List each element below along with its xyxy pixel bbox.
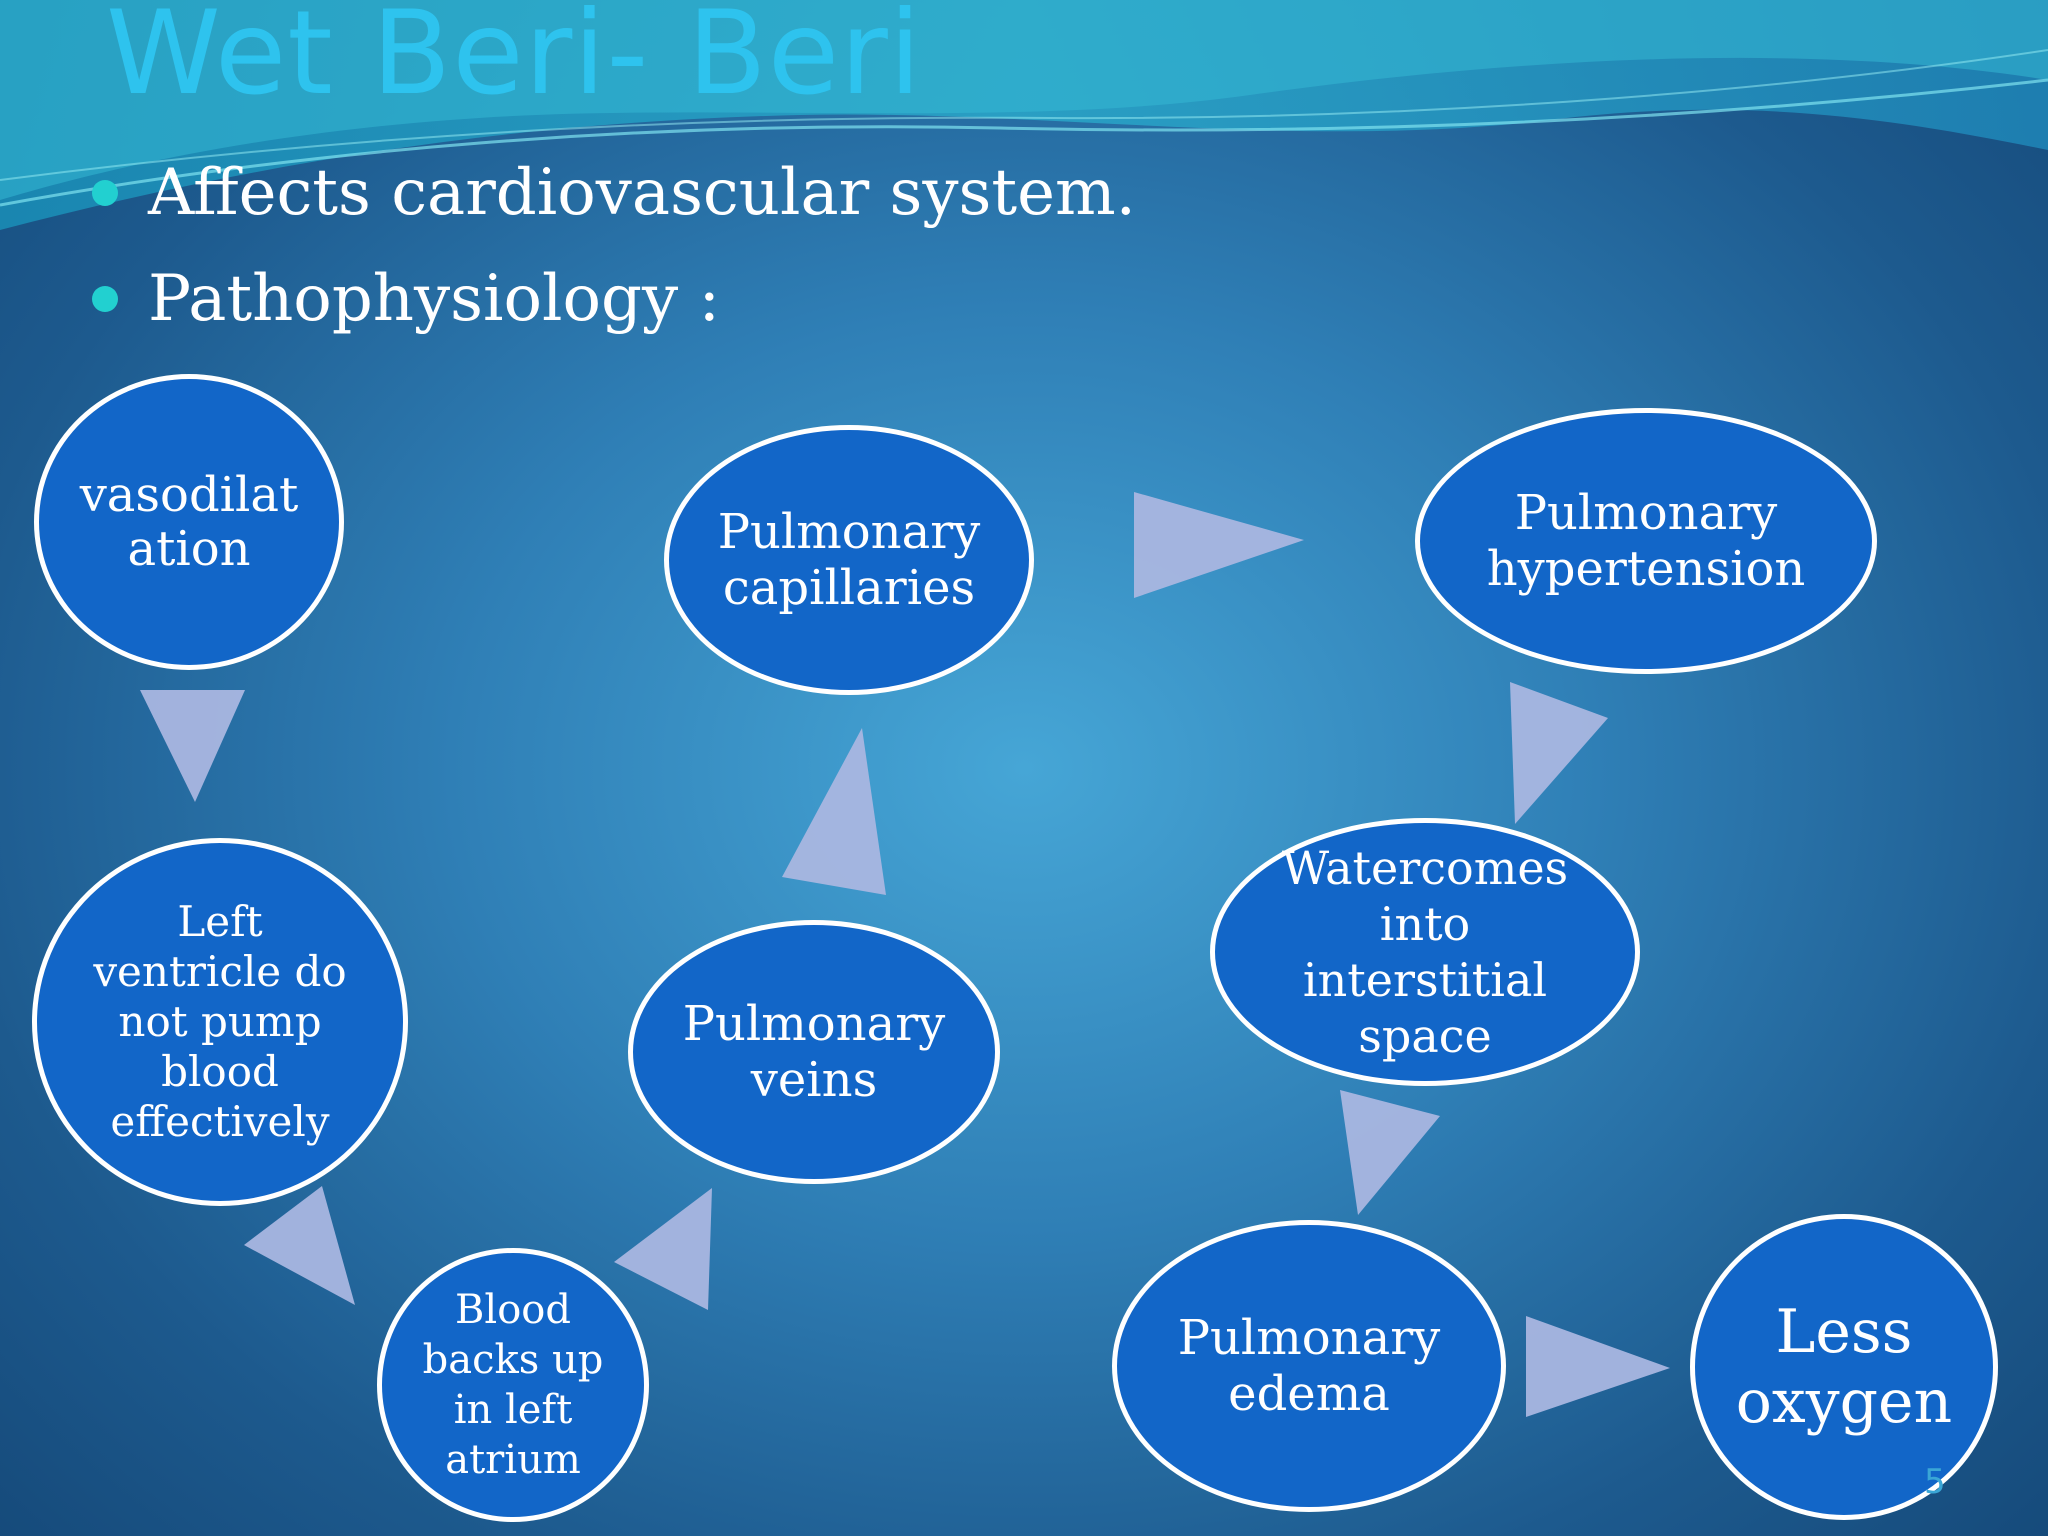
node-left-atrium: Blood backs up in left atrium [377,1248,649,1522]
arrow-interstitial-space-to-pulmonary-edema [1340,1090,1440,1215]
bullet-list: Affects cardiovascular system. Pathophys… [92,140,1136,352]
bullet-dot-icon [92,286,118,312]
bullet-item: Affects cardiovascular system. [92,140,1136,246]
node-pulmonary-hypertension: Pulmonary hypertension [1415,408,1877,674]
arrow-pulmonary-edema-to-less-oxygen [1526,1316,1670,1417]
node-vasodilatation: vasodilat ation [34,374,344,670]
node-interstitial-space: Watercomes into interstitial space [1210,818,1640,1086]
decorative-wave-banner [0,0,2048,230]
slide-title: Wet Beri- Beri [106,0,923,121]
node-less-oxygen: Less oxygen [1690,1214,1998,1520]
node-left-ventricle: Left ventricle do not pump blood effecti… [32,838,408,1206]
bullet-text: Pathophysiology : [148,262,721,336]
node-pulmonary-veins: Pulmonary veins [628,920,1000,1184]
arrow-pulmonary-hypertension-to-interstitial-space [1510,682,1608,824]
arrow-vasodilatation-to-left-ventricle [140,690,245,802]
arrow-left-atrium-to-pulmonary-veins [614,1188,712,1310]
slide-page-number: 5 [1924,1462,1946,1502]
node-pulmonary-capillaries: Pulmonary capillaries [664,425,1034,695]
bullet-item: Pathophysiology : [92,246,1136,352]
node-pulmonary-edema: Pulmonary edema [1112,1220,1506,1512]
arrow-pulmonary-capillaries-to-pulmonary-hypertension [1134,492,1304,598]
arrow-left-ventricle-to-left-atrium [244,1186,355,1305]
bullet-text: Affects cardiovascular system. [148,156,1136,230]
arrow-pulmonary-veins-to-pulmonary-capillaries [782,728,886,895]
bullet-dot-icon [92,180,118,206]
